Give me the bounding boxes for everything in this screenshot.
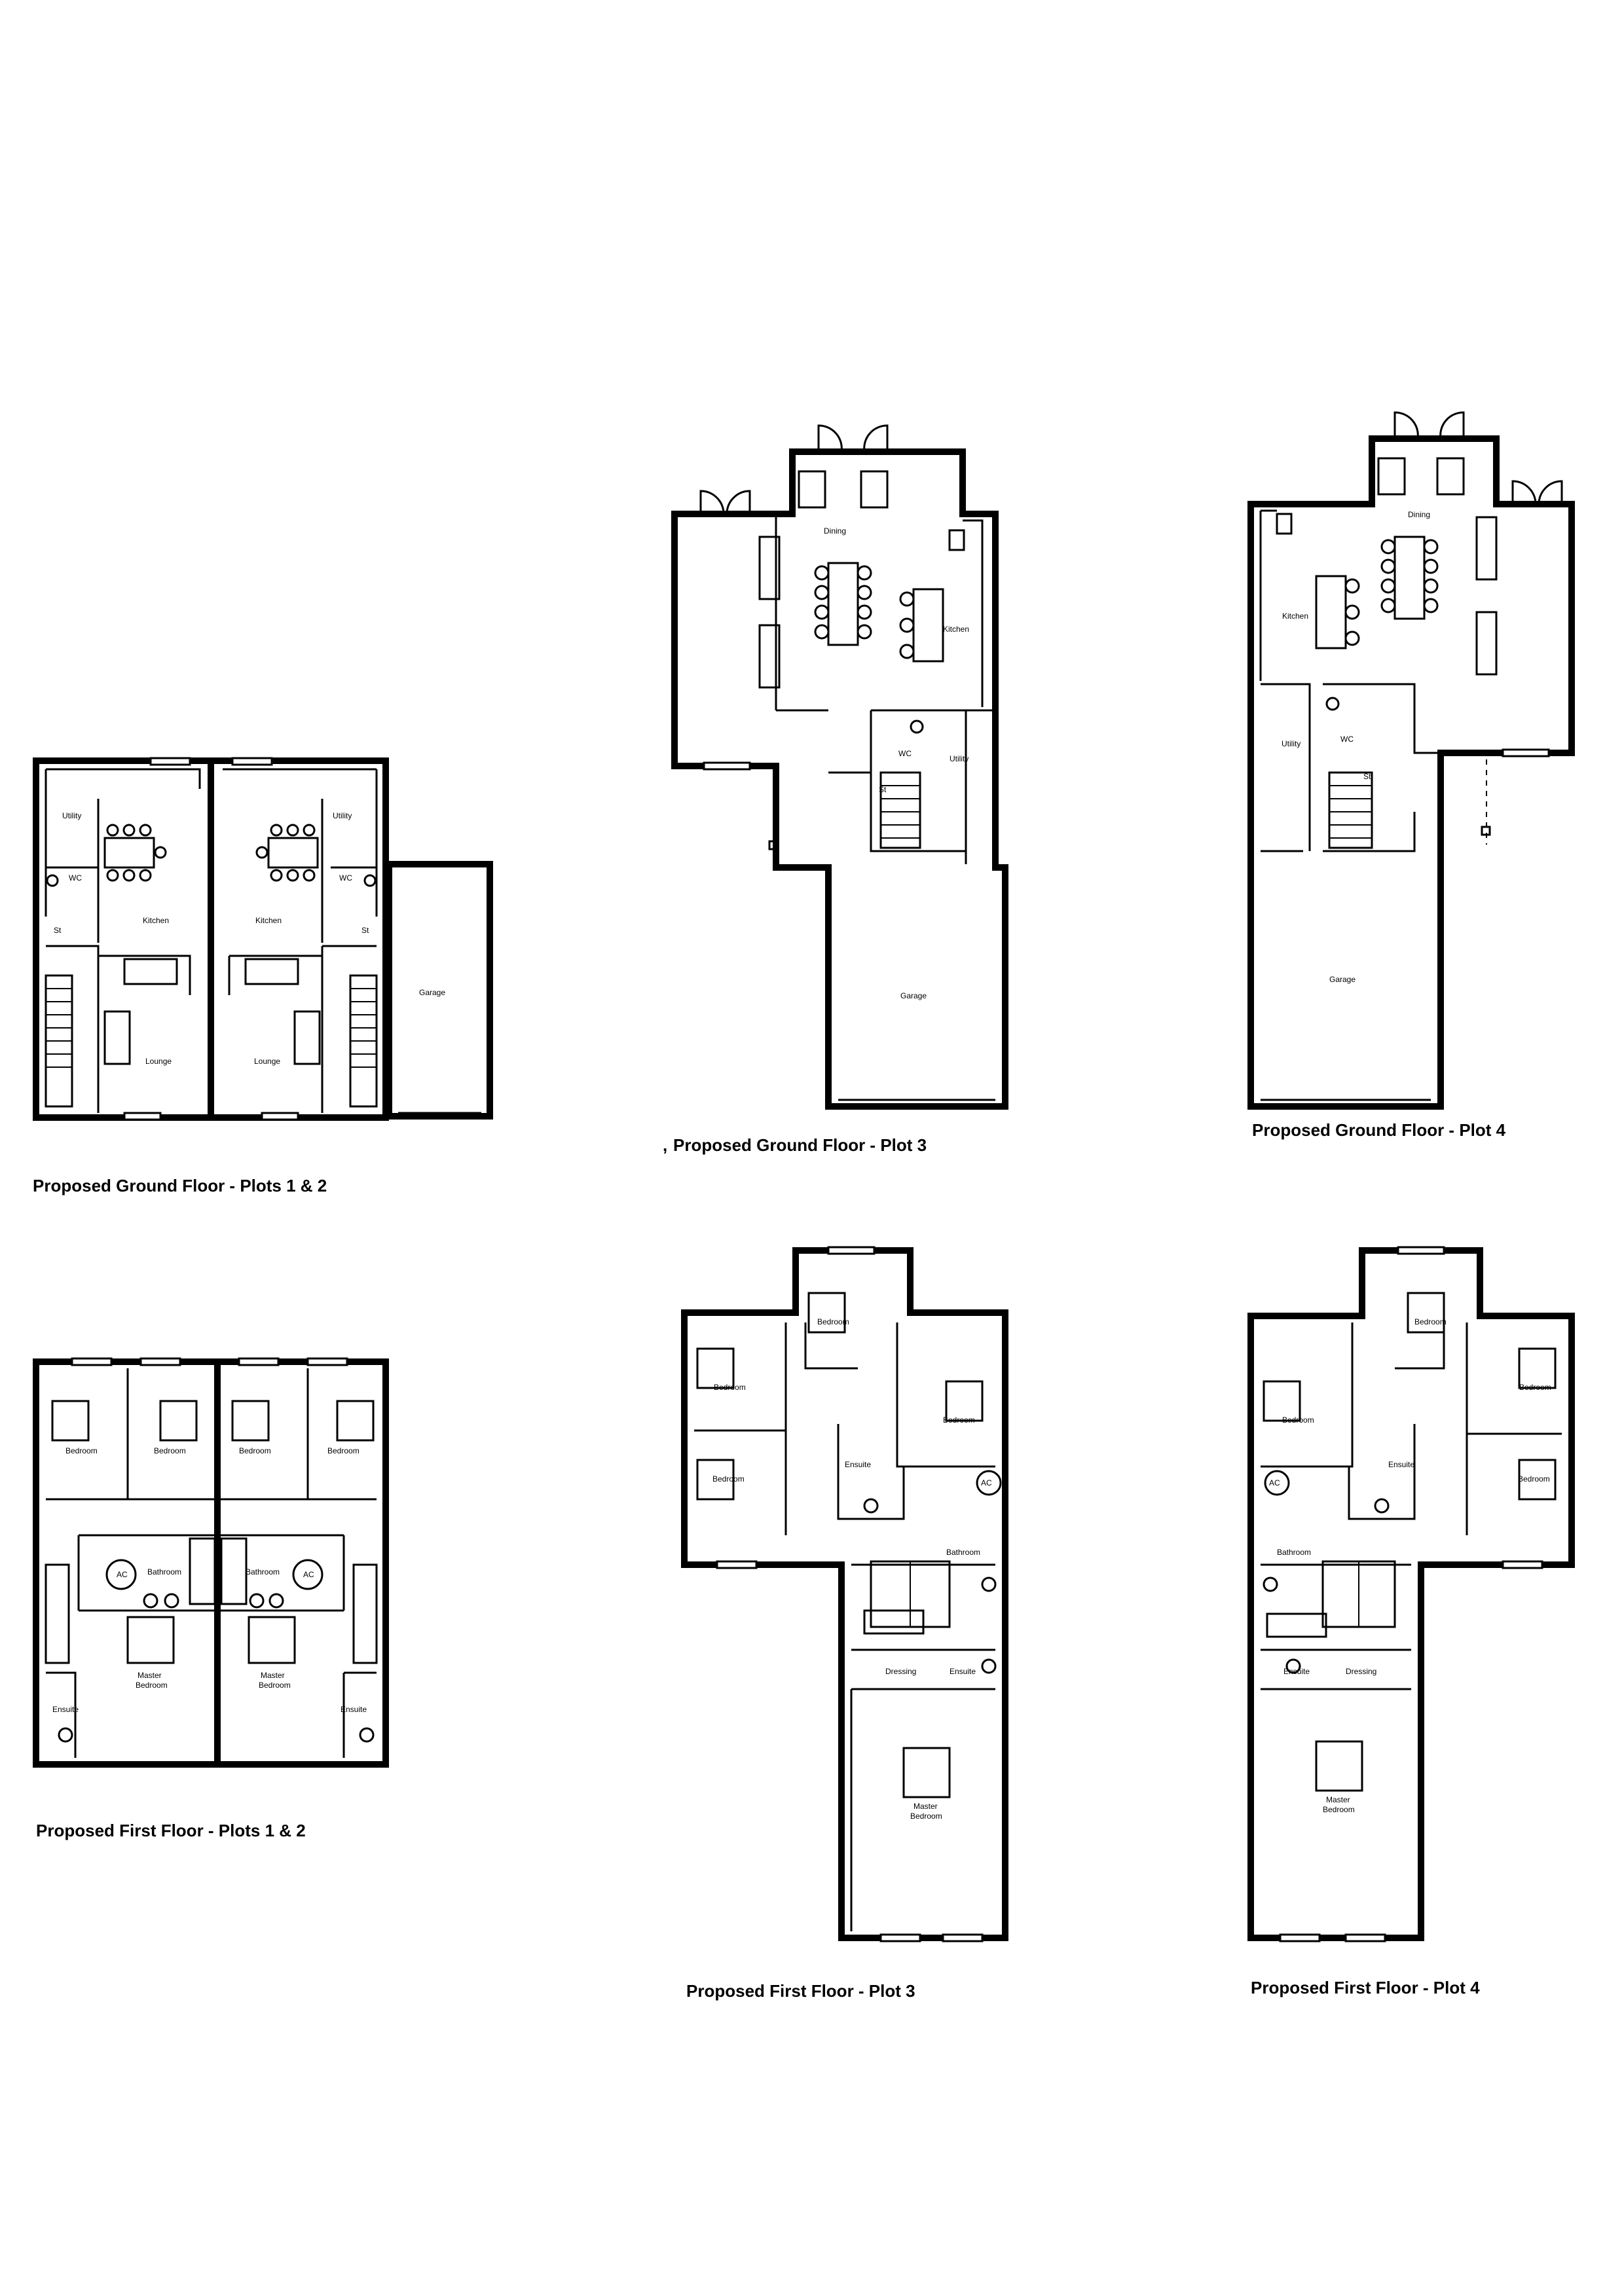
tick-mark-plot-3: ,	[663, 1135, 667, 1155]
label-wc-plot-1: WC	[69, 873, 82, 883]
label-bedroom-plot-3-b: Bedroom	[714, 1383, 746, 1392]
label-store-plot-2: St	[361, 926, 369, 935]
label-utility-plot-4: Utility	[1282, 739, 1301, 748]
kitchen-island-plot-4	[1315, 575, 1360, 649]
caption-first-floor-plots-1-2: Proposed First Floor - Plots 1 & 2	[36, 1821, 306, 1840]
label-kitchen-plot-2: Kitchen	[255, 916, 282, 925]
label-garage-plot-4: Garage	[1329, 975, 1356, 984]
label-bedroom-plot-1-b: Bedroom	[154, 1446, 186, 1455]
label-master-plot-4: Master	[1326, 1795, 1350, 1804]
plan-first-floor-plot-3: Bedroom Bedroom Bedroom Bedroom Ensuite …	[681, 1246, 1008, 1942]
label-master-bedroom-plot-2: Bedroom	[259, 1681, 291, 1690]
label-ac-plot-4: AC	[1269, 1478, 1280, 1487]
label-store-plot-1: St	[54, 926, 62, 935]
label-kitchen-plot-3: Kitchen	[943, 625, 969, 634]
stairs-plot-3	[879, 771, 921, 849]
label-wc-plot-2: WC	[339, 873, 352, 883]
label-ac-plot-3: AC	[981, 1478, 992, 1487]
stairs-plot-2	[349, 974, 378, 1108]
label-ensuite-plot-4-b: Ensuite	[1283, 1667, 1310, 1676]
label-kitchen-plot-1: Kitchen	[143, 916, 169, 925]
label-ensuite-plot-3-b: Ensuite	[950, 1667, 976, 1676]
caption-ground-floor-plot-3: Proposed Ground Floor - Plot 3	[673, 1135, 927, 1155]
dining-table-plot-3	[814, 562, 872, 646]
label-ensuite-plot-1: Ensuite	[52, 1705, 79, 1714]
label-bedroom-plot-4-a: Bedroom	[1414, 1317, 1447, 1326]
label-dressing-plot-4: Dressing	[1346, 1667, 1376, 1676]
dining-table-plot-4	[1380, 536, 1439, 620]
label-bedroom-plot-4-c: Bedroom	[1282, 1415, 1314, 1425]
plan-ground-floor-plot-3: Dining Kitchen WC Utility St Garage	[671, 424, 1008, 1110]
label-ensuite-plot-3-a: Ensuite	[845, 1460, 871, 1469]
label-garage-plots-1-2: Garage	[419, 988, 445, 997]
stairs-plot-1	[45, 974, 73, 1108]
label-store-plot-4: St	[1363, 772, 1371, 781]
kitchen-island-plot-3	[899, 588, 944, 663]
plan-ground-floor-plots-1-2: Utility Utility WC WC Kitchen Kitchen St…	[33, 757, 493, 1121]
caption-first-floor-plot-4: Proposed First Floor - Plot 4	[1251, 1978, 1480, 1997]
label-bathroom-plot-1: Bathroom	[147, 1567, 181, 1576]
label-bathroom-plot-3: Bathroom	[946, 1548, 980, 1557]
label-dining-plot-4: Dining	[1408, 510, 1430, 519]
caption-first-floor-plot-3: Proposed First Floor - Plot 3	[686, 1981, 915, 2001]
label-master-plot-1: Master	[138, 1671, 162, 1680]
label-master-bedroom-plot-4: Bedroom	[1323, 1805, 1355, 1814]
label-utility-plot-2: Utility	[333, 811, 352, 820]
label-lounge-plot-2: Lounge	[254, 1057, 280, 1066]
label-bedroom-plot-3-a: Bedroom	[817, 1317, 849, 1326]
label-ensuite-plot-2: Ensuite	[341, 1705, 367, 1714]
caption-ground-floor-plots-1-2: Proposed Ground Floor - Plots 1 & 2	[33, 1176, 327, 1195]
label-bedroom-plot-2-a: Bedroom	[239, 1446, 271, 1455]
label-master-plot-3: Master	[913, 1802, 938, 1811]
label-bedroom-plot-2-b: Bedroom	[327, 1446, 360, 1455]
caption-ground-floor-plot-4: Proposed Ground Floor - Plot 4	[1252, 1120, 1506, 1140]
label-lounge-plot-1: Lounge	[145, 1057, 172, 1066]
dining-table-plot-1	[103, 824, 167, 882]
label-bathroom-plot-4: Bathroom	[1277, 1548, 1311, 1557]
stairs-plot-4	[1328, 771, 1373, 849]
label-utility-plot-3: Utility	[950, 754, 969, 763]
label-bedroom-plot-3-c: Bedroom	[943, 1415, 975, 1425]
label-ac-plot-1: AC	[117, 1570, 128, 1579]
dining-table-plot-2	[255, 824, 319, 882]
label-ensuite-plot-4-a: Ensuite	[1388, 1460, 1414, 1469]
plan-first-floor-plot-4: Bedroom Bedroom Bedroom Bedroom Ensuite …	[1247, 1246, 1575, 1942]
label-utility-plot-1: Utility	[62, 811, 81, 820]
label-master-plot-2: Master	[261, 1671, 285, 1680]
label-wc-plot-4: WC	[1340, 735, 1354, 744]
label-bedroom-plot-1-a: Bedroom	[65, 1446, 98, 1455]
label-master-bedroom-plot-1: Bedroom	[136, 1681, 168, 1690]
label-master-bedroom-plot-3: Bedroom	[910, 1812, 942, 1821]
label-garage-plot-3: Garage	[900, 991, 927, 1000]
label-bedroom-plot-4-d: Bedroom	[1518, 1474, 1550, 1484]
garage-plots-1-2	[386, 861, 493, 1120]
label-wc-plot-3: WC	[898, 749, 912, 758]
label-ac-plot-2: AC	[303, 1570, 314, 1579]
label-kitchen-plot-4: Kitchen	[1282, 611, 1308, 621]
label-dining-plot-3: Dining	[824, 526, 846, 536]
label-bedroom-plot-3-d: Bedroom	[712, 1474, 745, 1484]
label-bathroom-plot-2: Bathroom	[246, 1567, 280, 1576]
plan-ground-floor-plot-4: Dining Kitchen WC Utility St Garage	[1247, 411, 1575, 1110]
label-store-plot-3: St	[879, 785, 887, 794]
label-bedroom-plot-4-b: Bedroom	[1519, 1383, 1551, 1392]
label-dressing-plot-3: Dressing	[885, 1667, 916, 1676]
plan-first-floor-plots-1-2: Bedroom Bedroom Bedroom Bedroom Bathroom…	[33, 1357, 389, 1768]
